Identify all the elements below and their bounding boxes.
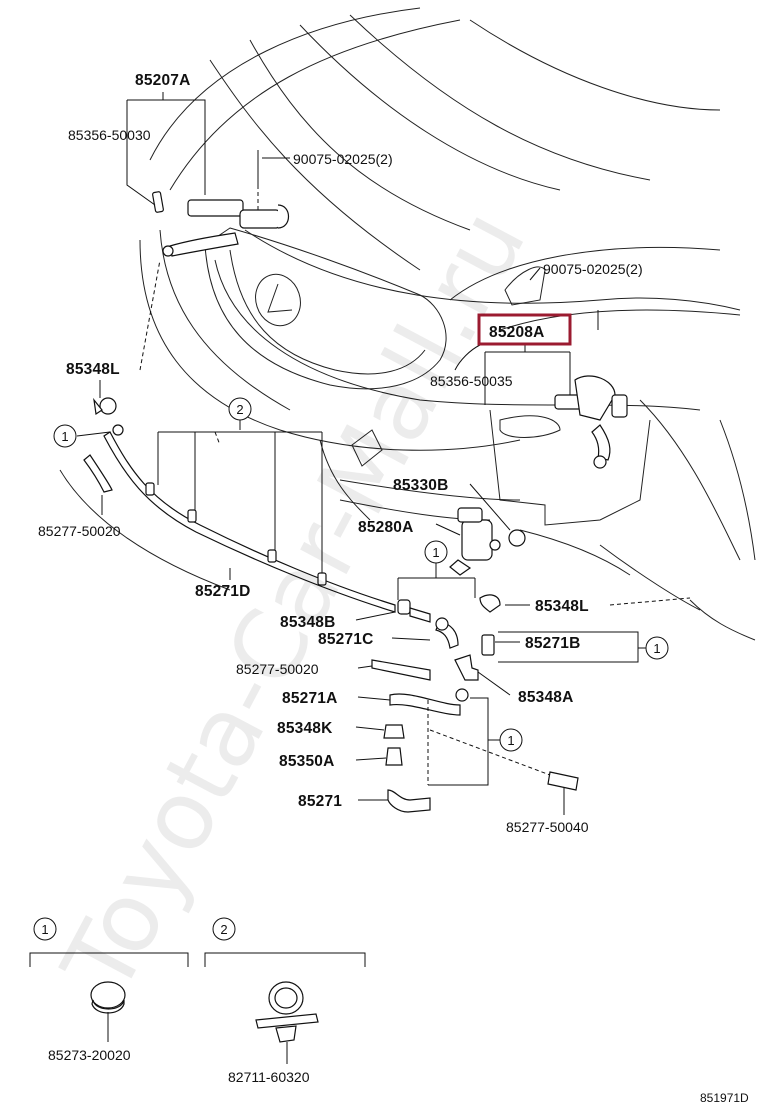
label-85207A[interactable]: 85207A	[135, 72, 191, 89]
watermark: Toyota-Car-Mall.ru	[41, 192, 548, 1011]
legend-callout-2[interactable]: 2	[212, 917, 236, 941]
label-90075-02025-upper[interactable]: 90075-02025(2)	[293, 151, 393, 167]
label-85356-50035[interactable]: 85356-50035	[430, 373, 513, 389]
clamp-left	[93, 397, 117, 416]
callout-1-bottom[interactable]: 1	[499, 728, 523, 752]
label-85271B[interactable]: 85271B	[525, 635, 581, 652]
hose-clip-part	[255, 981, 319, 1043]
figure-id: 851971D	[700, 1091, 749, 1105]
label-85271[interactable]: 85271	[298, 793, 342, 810]
svg-text:2: 2	[236, 402, 243, 417]
label-85348B[interactable]: 85348B	[280, 614, 336, 631]
legend-panel: 1 2	[29, 917, 366, 1064]
label-85348A[interactable]: 85348A	[518, 689, 574, 706]
label-90075-02025-right[interactable]: 90075-02025(2)	[543, 261, 643, 277]
washer-pump	[83, 454, 579, 813]
label-85277-50020-center[interactable]: 85277-50020	[236, 661, 319, 677]
label-85356-50030[interactable]: 85356-50030	[68, 127, 151, 143]
label-82711-60320[interactable]: 82711-60320	[228, 1069, 310, 1085]
label-85208A[interactable]: 85208A	[489, 324, 545, 341]
washer-nozzle-assembly-right	[554, 375, 628, 469]
svg-text:1: 1	[432, 545, 439, 560]
callout-1-left[interactable]: 1	[53, 424, 77, 448]
label-85280A[interactable]: 85280A	[358, 519, 414, 536]
legend-bracket-1	[29, 952, 189, 967]
callout-1-center[interactable]: 1	[424, 540, 448, 564]
callout-2-top[interactable]: 2	[228, 397, 252, 421]
svg-text:1: 1	[41, 922, 48, 937]
hose-clamp-part	[90, 981, 126, 1014]
svg-text:1: 1	[61, 429, 68, 444]
highlight-frame	[477, 313, 572, 346]
label-85350A[interactable]: 85350A	[279, 753, 335, 770]
label-85330B[interactable]: 85330B	[393, 477, 449, 494]
svg-text:1: 1	[507, 733, 514, 748]
vehicle-outline	[59, 7, 756, 641]
label-85271C[interactable]: 85271C	[318, 631, 374, 648]
svg-text:2: 2	[220, 922, 227, 937]
washer-nozzle-assembly-left	[152, 191, 290, 257]
label-85348L-left[interactable]: 85348L	[66, 361, 120, 378]
svg-text:1: 1	[653, 641, 660, 656]
label-85273-20020[interactable]: 85273-20020	[48, 1047, 131, 1063]
part-labels: 85207A 85356-50030 90075-02025(2) 90075-…	[38, 72, 643, 1085]
callout-1-right[interactable]: 1	[645, 636, 669, 660]
label-85271D[interactable]: 85271D	[195, 583, 251, 600]
label-85348K[interactable]: 85348K	[277, 720, 333, 737]
legend-callout-1[interactable]: 1	[33, 917, 57, 941]
label-85277-50020-left[interactable]: 85277-50020	[38, 523, 121, 539]
leader-lines	[76, 92, 691, 815]
label-85277-50040[interactable]: 85277-50040	[506, 819, 589, 835]
label-85271A[interactable]: 85271A	[282, 690, 338, 707]
legend-bracket-2	[204, 952, 366, 967]
label-85348L-right[interactable]: 85348L	[535, 598, 589, 615]
callouts: 1 2 1 1 1	[53, 397, 669, 752]
